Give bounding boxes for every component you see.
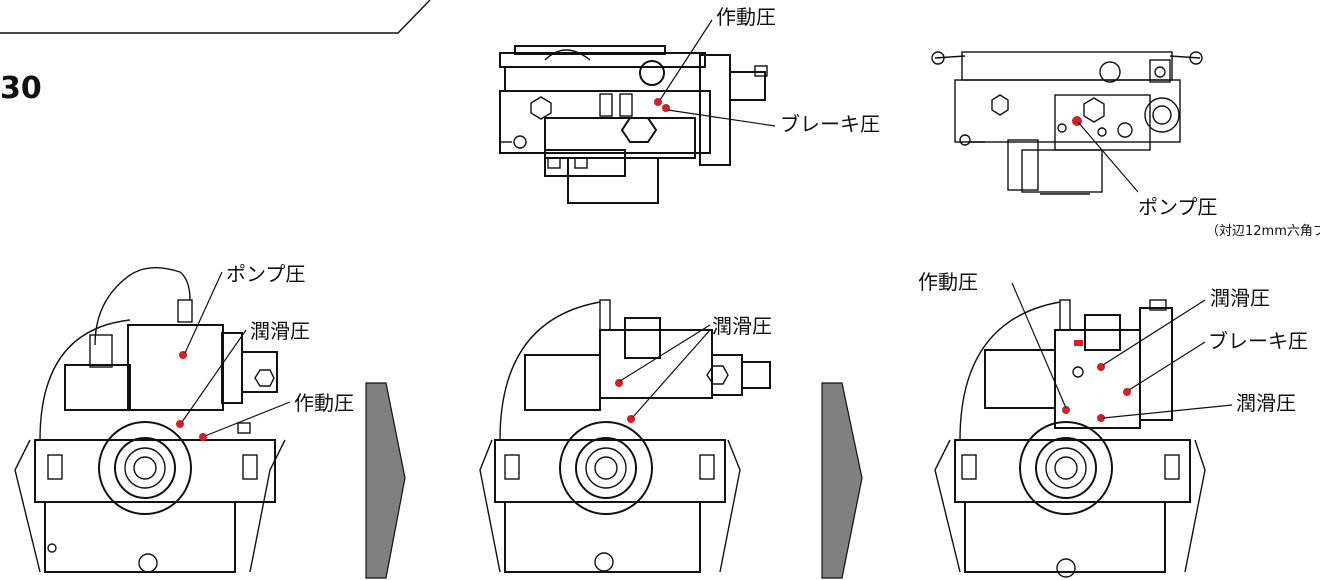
label-pump-pressure-top: ポンプ圧 [1138,195,1217,219]
top-right-side-view [931,51,1203,195]
label-lubrication-pressure-br-bottom: 潤滑圧 [1236,391,1296,415]
measure-point-icon [662,104,670,112]
label-operating-pressure-bl: 作動圧 [294,391,354,415]
measure-point-icon [199,433,207,441]
measure-point-icon [1062,406,1070,414]
label-operating-pressure-br: 作動圧 [918,270,978,294]
measure-point-icon [1097,414,1105,422]
bottom-left-front-view [14,267,291,573]
label-lubrication-pressure-bl: 潤滑圧 [250,319,310,343]
label-brake-pressure-top: ブレーキ圧 [780,112,880,136]
top-left-side-view [499,19,776,204]
step-arrow-icon [821,382,863,579]
bottom-right-front-view [934,282,1233,578]
label-lubrication-pressure-br-top: 潤滑圧 [1210,286,1270,310]
label-pump-pressure-bl: ポンプ圧 [226,262,305,286]
label-brake-pressure-br: ブレーキ圧 [1208,329,1308,353]
header-band [0,0,431,34]
label-lubrication-pressure-bm: 潤滑圧 [712,314,772,338]
label-operating-pressure-top: 作動圧 [716,5,776,29]
model-number: 30 [0,71,42,106]
step-arrow-icon [365,382,406,579]
label-hex-plug-note: （対辺12mm六角プラグ） [1206,224,1320,239]
bottom-middle-front-view [479,299,771,573]
measure-point-icon [1074,340,1083,346]
